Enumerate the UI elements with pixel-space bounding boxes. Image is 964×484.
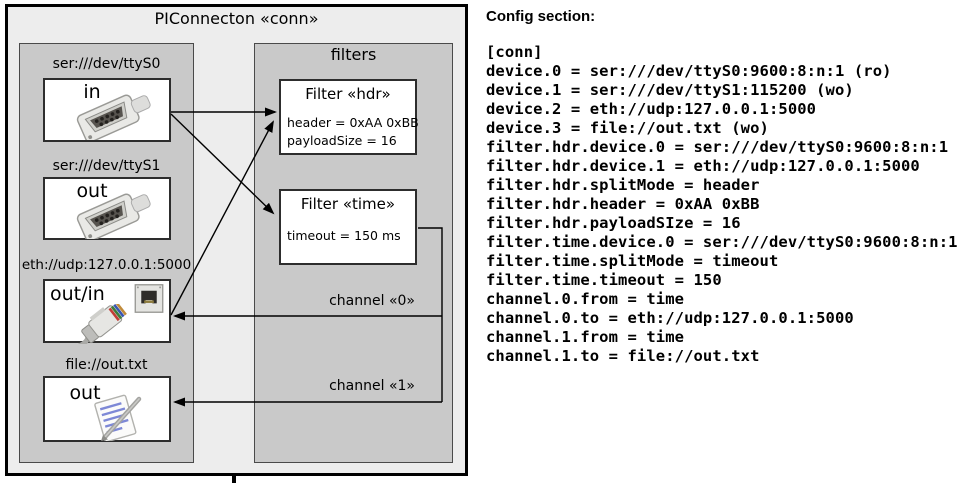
filter-attribute: payloadSize = 16 <box>287 133 397 148</box>
diagram-title: PIConnecton «conn» <box>154 9 319 28</box>
filter-title: Filter «time» <box>300 195 396 213</box>
filter-attributes: timeout = 150 ms <box>287 227 413 245</box>
filter-hdr-box: Filter «hdr» header = 0xAA 0xBB payloadS… <box>279 79 419 155</box>
notepad-pencil-icon <box>94 394 142 441</box>
filter-attribute: header = 0xAA 0xBB <box>287 115 419 130</box>
channel-1-label: channel «1» <box>329 378 415 394</box>
filter-time-box: Filter «time» timeout = 150 ms <box>279 189 417 265</box>
serial-connector-icon <box>76 193 151 239</box>
channel-0-label: channel «0» <box>329 293 415 309</box>
device-uri-label: ser:///dev/ttyS0 <box>52 56 161 72</box>
device-direction-label: out/in <box>50 283 105 305</box>
device-uri-label: ser:///dev/ttyS1 <box>52 158 161 174</box>
device-uri-label: file://out.txt <box>65 357 148 373</box>
filters-panel-title: filters <box>330 45 377 64</box>
filter-attribute: timeout = 150 ms <box>287 228 401 243</box>
device-box-eth: out/in <box>43 279 171 344</box>
device-box-ttyS0: in <box>43 78 171 142</box>
device-direction-label: out <box>76 180 108 202</box>
config-text: [conn] device.0 = ser:///dev/ttyS0:9600:… <box>486 43 958 365</box>
device-uri-label: eth://udp:127.0.0.1:5000 <box>21 257 192 273</box>
filter-attributes: header = 0xAA 0xBB payloadSize = 16 <box>287 114 419 150</box>
ethernet-jack-icon <box>134 284 164 313</box>
filter-title: Filter «hdr» <box>305 85 391 103</box>
config-section-heading: Config section: <box>486 8 596 25</box>
device-box-file: out <box>43 376 171 442</box>
device-direction-label: in <box>83 81 101 103</box>
device-box-ttyS1: out <box>43 177 171 240</box>
serial-connector-icon <box>76 94 151 140</box>
ethernet-plug-icon <box>77 304 127 344</box>
device-direction-label: out <box>69 382 101 404</box>
diagram-anchor-tick <box>232 474 236 483</box>
